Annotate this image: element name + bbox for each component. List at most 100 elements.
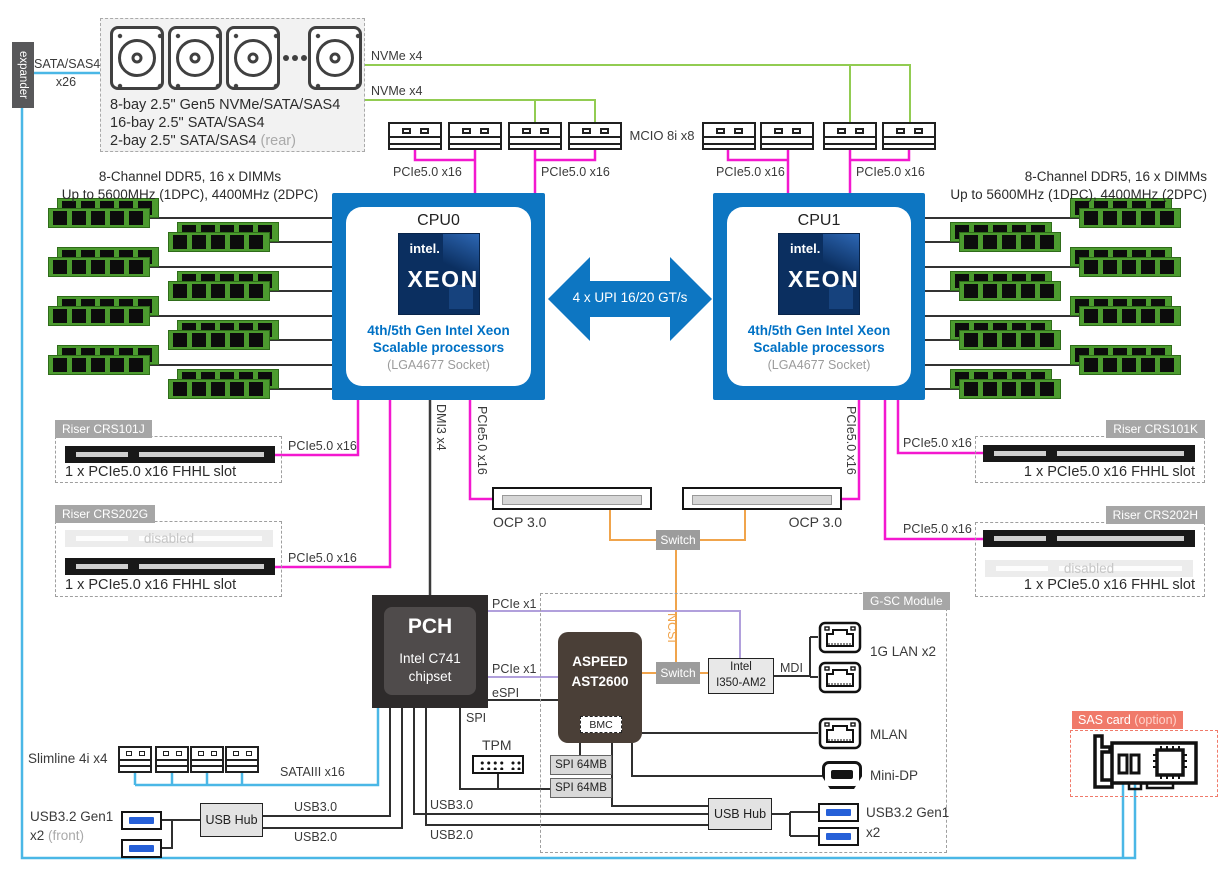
usb20-label: USB2.0	[430, 828, 474, 842]
pin	[246, 751, 252, 756]
slimline-connector	[118, 746, 152, 773]
dimm-pair	[48, 198, 160, 230]
dimm	[48, 306, 150, 326]
pch-inner: PCH Intel C741 chipset	[384, 607, 476, 695]
mcio-connector	[568, 122, 622, 150]
sas-card-icon	[1093, 734, 1198, 791]
gsc-module-label: G-SC Module	[863, 592, 950, 610]
dimm	[168, 379, 270, 399]
intel-xeon-logo-icon: intel. XEON	[779, 234, 859, 314]
pcie-x16-label: PCIe5.0 x16	[716, 165, 785, 179]
dimm	[48, 257, 150, 277]
dimm	[168, 281, 270, 301]
drive-icon	[110, 26, 164, 90]
dimm	[1079, 208, 1181, 228]
espi-label: eSPI	[492, 686, 520, 700]
mcio-connector	[448, 122, 502, 150]
pin	[792, 128, 801, 134]
ocp-label-left: OCP 3.0	[493, 514, 547, 530]
mcio-connector	[760, 122, 814, 150]
pcie-x16-label: PCIe5.0 x16	[393, 165, 462, 179]
pin	[774, 128, 783, 134]
usb-rear-label1: USB3.2 Gen1	[866, 805, 950, 820]
pin	[163, 751, 169, 756]
dimm	[1079, 355, 1181, 375]
upi-label: 4 x UPI 16/20 GT/s	[572, 290, 688, 305]
drive-icon	[168, 26, 222, 90]
mcio-connector	[882, 122, 936, 150]
riser-crs202h-header: Riser CRS202H	[1105, 506, 1205, 524]
intel-brand: intel.	[409, 241, 440, 256]
slimline-connector	[190, 746, 224, 773]
riser-crs202g-slot-label: 1 x PCIe5.0 x16 FHHL slot	[65, 577, 237, 593]
slimline-connector	[225, 746, 259, 773]
dimm-pair	[48, 247, 160, 279]
lan-1g-label: 1G LAN x2	[870, 644, 937, 659]
pcie-x16-label: PCIe5.0 x16	[288, 551, 357, 565]
sata3-label: SATAIII x16	[280, 765, 345, 779]
aspeed-line2: AST2600	[571, 674, 629, 689]
gsc-module-box	[540, 593, 947, 853]
pin	[855, 128, 864, 134]
dimm-pair	[1070, 296, 1182, 328]
pcie-x16-label: PCIe5.0 x16	[856, 165, 925, 179]
riser-crs101k-slot-label: 1 x PCIe5.0 x16 FHHL slot	[1023, 464, 1195, 480]
cpu0-desc1: 4th/5th Gen Intel Xeon	[367, 323, 510, 338]
disabled-label: disabled	[143, 531, 195, 546]
pcie-slot-disabled: disabled	[985, 560, 1193, 577]
pcie-slot	[65, 446, 275, 463]
riser-crs101j-slot-label: 1 x PCIe5.0 x16 FHHL slot	[65, 464, 237, 480]
i350-line1: Intel	[730, 661, 752, 674]
usb-hub-left: USB Hub	[200, 803, 263, 837]
cpu0-block: CPU0 intel. XEON 4th/5th Gen Intel Xeon …	[332, 193, 545, 400]
riser-crs101j-box	[55, 436, 282, 483]
pin	[600, 128, 609, 134]
cpu0-inner: CPU0 intel. XEON 4th/5th Gen Intel Xeon …	[346, 207, 531, 386]
cpu1-desc1: 4th/5th Gen Intel Xeon	[747, 323, 891, 338]
slimline-label: Slimline 4i x4	[28, 751, 108, 766]
pin	[837, 128, 846, 134]
pcie-x16-vertical-label: PCIe5.0 x16	[474, 406, 489, 475]
ocp-slot	[682, 487, 842, 510]
pcie-x16-label: PCIe5.0 x16	[288, 439, 357, 453]
memory-left-line2: Up to 5600MHz (1DPC), 4400MHz (2DPC)	[61, 187, 319, 202]
nvme-wires	[365, 64, 911, 123]
expander-box: expander	[12, 42, 34, 108]
drive-icon	[226, 26, 280, 90]
sas-card-option: (option)	[1134, 713, 1177, 727]
cpu0-socket: (LGA4677 Socket)	[387, 358, 490, 372]
spi-flash-1: SPI 64MB	[550, 755, 612, 775]
tpm-label: TPM	[482, 737, 512, 753]
mdi-label: MDI	[780, 661, 803, 675]
pin	[462, 128, 471, 134]
usb30-label: USB3.0	[294, 800, 338, 814]
sata-sas4-label: SATA/SAS4	[34, 57, 101, 71]
pcie-x1-wires	[488, 610, 741, 678]
nvme-x4-label-1: NVMe x4	[371, 49, 423, 63]
rj45-icon	[818, 661, 862, 694]
riser-crs101k-box	[975, 436, 1205, 483]
dimm	[48, 208, 150, 228]
pch-sub2: chipset	[408, 669, 452, 684]
dimm	[959, 330, 1061, 350]
usb-front-label1: USB3.2 Gen1	[30, 809, 114, 824]
pcie-wires	[275, 150, 983, 569]
cpu1-name: CPU1	[797, 212, 841, 229]
dimm	[168, 330, 270, 350]
mcio-label: MCIO 8i x8	[629, 128, 695, 143]
pin	[402, 128, 411, 134]
dimm-pair	[950, 222, 1062, 254]
drive-bay-line2: 16-bay 2.5" SATA/SAS4	[110, 115, 265, 131]
usb-port-icon	[818, 827, 859, 846]
usb-rear-label2: x2	[866, 825, 881, 840]
cpu1-block: CPU1 intel. XEON 4th/5th Gen Intel Xeon …	[713, 193, 925, 400]
dimm-pair	[168, 369, 280, 401]
mcio-connector	[388, 122, 442, 150]
pin	[734, 128, 743, 134]
dimm-wires	[150, 217, 1080, 390]
mlan-label: MLAN	[870, 727, 908, 742]
pin	[233, 751, 239, 756]
dmi-label: DMI3 x4	[433, 404, 448, 451]
dimm	[959, 379, 1061, 399]
drive-bay-line1: 8-bay 2.5" Gen5 NVMe/SATA/SAS4	[110, 97, 341, 113]
